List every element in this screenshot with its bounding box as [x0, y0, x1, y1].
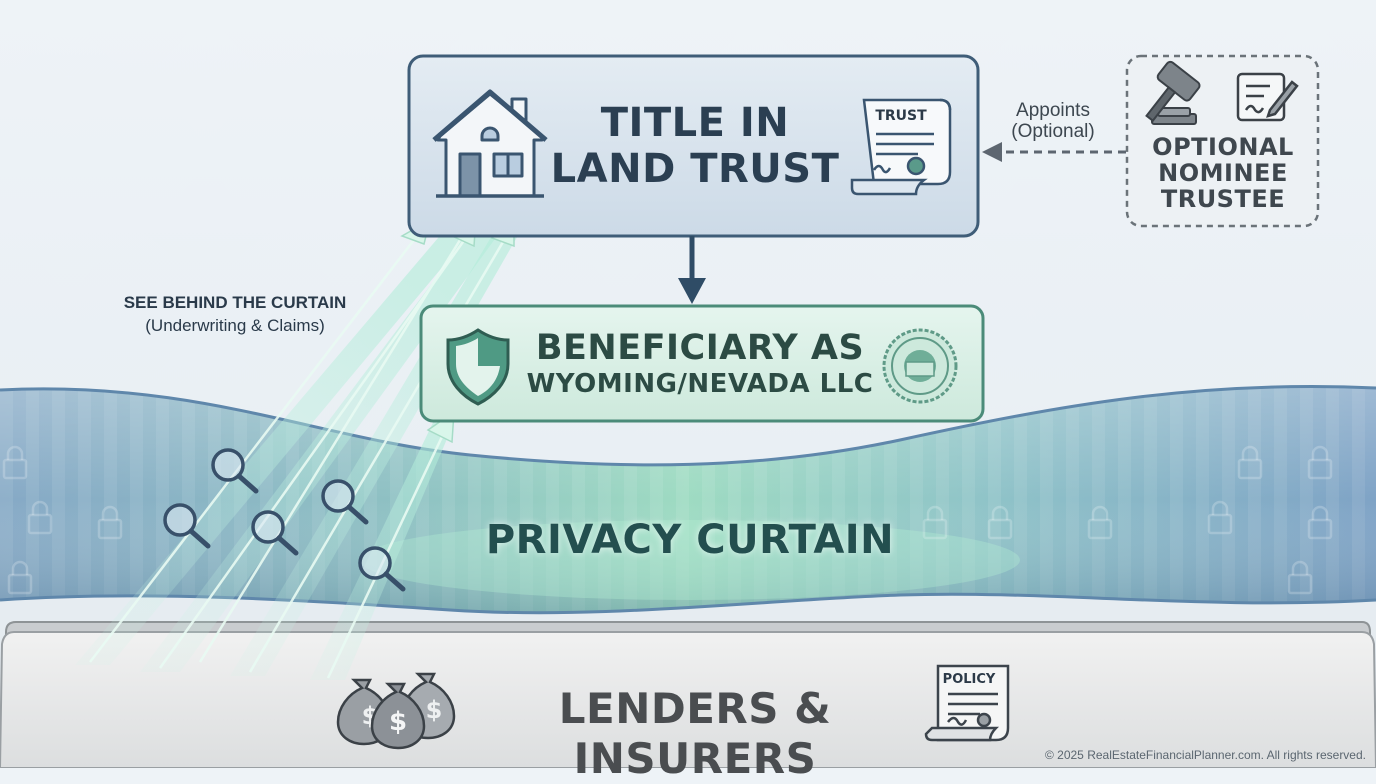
magnifier-icon: [163, 448, 406, 592]
appoints-label: Appoints: [1016, 100, 1090, 121]
appoints-optional-label: (Optional): [1011, 121, 1095, 142]
svg-text:$: $: [389, 707, 407, 737]
title-in-land-trust-label: TITLE IN LAND TRUST: [540, 100, 850, 192]
svg-text:$: $: [426, 696, 443, 724]
beneficiary-llc-box: [419, 304, 985, 423]
diagram-canvas: $ $ $: [0, 54, 1376, 768]
privacy-curtain-label: PRIVACY CURTAIN: [485, 517, 895, 563]
beneficiary-line-1: BENEFICIARY AS: [535, 328, 865, 368]
beneficiary-line-2: WYOMING/NEVADA LLC: [526, 369, 874, 399]
optional-nominee-trustee-label: OPTIONAL NOMINEE TRUSTEE: [1130, 134, 1316, 212]
corporate-seal-icon: [882, 328, 958, 404]
nominee-line-1: OPTIONAL: [1152, 133, 1294, 161]
title-line-1: TITLE IN: [600, 100, 790, 146]
trust-doc-label: TRUST: [875, 108, 927, 124]
lenders-insurers-label: LENDERS & INSURERS: [558, 684, 832, 783]
trust-document-icon: [850, 98, 952, 196]
policy-document-icon: [924, 664, 1010, 742]
appoints-arrow: [982, 142, 1126, 162]
gavel-icon: [1145, 60, 1201, 125]
nominee-line-2: NOMINEE: [1158, 159, 1288, 187]
see-behind-curtain-label: SEE BEHIND THE CURTAIN: [123, 293, 347, 312]
copyright-footer: © 2025 RealEstateFinancialPlanner.com. A…: [1044, 748, 1366, 762]
title-line-2: LAND TRUST: [550, 146, 840, 192]
money-bags-icon: $ $ $: [336, 672, 456, 750]
shield-icon: [446, 328, 510, 406]
title-to-beneficiary-arrow: [678, 236, 706, 304]
nominee-line-3: TRUSTEE: [1160, 185, 1286, 213]
policy-doc-label: POLICY: [942, 672, 996, 687]
signed-contract-icon: [1236, 72, 1299, 122]
underwriting-claims-label: (Underwriting & Claims): [145, 316, 325, 335]
padlock-icon: [2, 445, 1333, 595]
house-icon: [432, 89, 548, 198]
